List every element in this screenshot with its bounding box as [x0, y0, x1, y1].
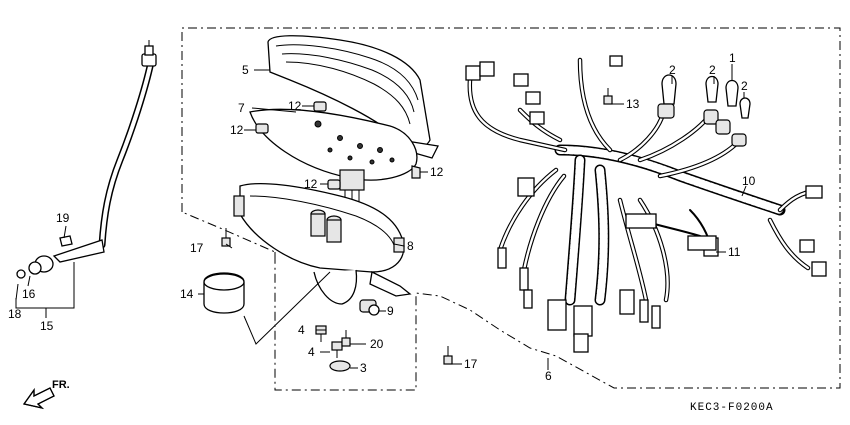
- callout-16: 16: [22, 287, 36, 301]
- callout-3: 3: [360, 361, 367, 375]
- callout-7: 7: [238, 101, 245, 115]
- front-direction-arrow: FR.: [22, 379, 70, 410]
- callout-4a: 4: [298, 323, 305, 337]
- callout-12a: 12: [288, 99, 302, 113]
- diagram-code: KEC3-F0200A: [690, 402, 774, 414]
- callout-13: 13: [626, 97, 640, 111]
- callout-12b: 12: [230, 123, 244, 137]
- callout-11: 11: [728, 245, 741, 259]
- callout-1: 1: [729, 51, 736, 65]
- callout-20: 20: [370, 337, 384, 351]
- speedometer-cable: [16, 40, 157, 279]
- rubber-cap: [203, 272, 245, 314]
- direction-label: FR.: [52, 379, 70, 391]
- meter-lower-case: [233, 182, 412, 305]
- callouts: 1 2 2 2 3 4 4 5 6 7 8 9 10 11 12 12 12 1…: [8, 51, 756, 383]
- socket: [359, 299, 380, 316]
- callout-14: 14: [180, 287, 194, 301]
- callout-17a: 17: [190, 241, 204, 255]
- callout-10: 10: [742, 174, 756, 188]
- callout-8: 8: [407, 239, 414, 253]
- leader-lines: [15, 64, 747, 370]
- wire-harness: [465, 55, 827, 353]
- meter-panel: [249, 108, 418, 214]
- callout-12c: 12: [304, 177, 318, 191]
- callout-5: 5: [242, 63, 249, 77]
- assembly-outline: [181, 27, 841, 391]
- callout-9: 9: [387, 304, 394, 318]
- callout-12d: 12: [430, 165, 444, 179]
- callout-6: 6: [545, 369, 552, 383]
- callout-19: 19: [56, 211, 70, 225]
- callout-2a: 2: [669, 63, 676, 77]
- callout-17b: 17: [464, 357, 478, 371]
- callout-15: 15: [40, 319, 54, 333]
- callout-18: 18: [8, 307, 22, 321]
- callout-2c: 2: [741, 79, 748, 93]
- grommet-set: [255, 101, 421, 190]
- callout-4b: 4: [308, 345, 315, 359]
- callout-2b: 2: [709, 63, 716, 77]
